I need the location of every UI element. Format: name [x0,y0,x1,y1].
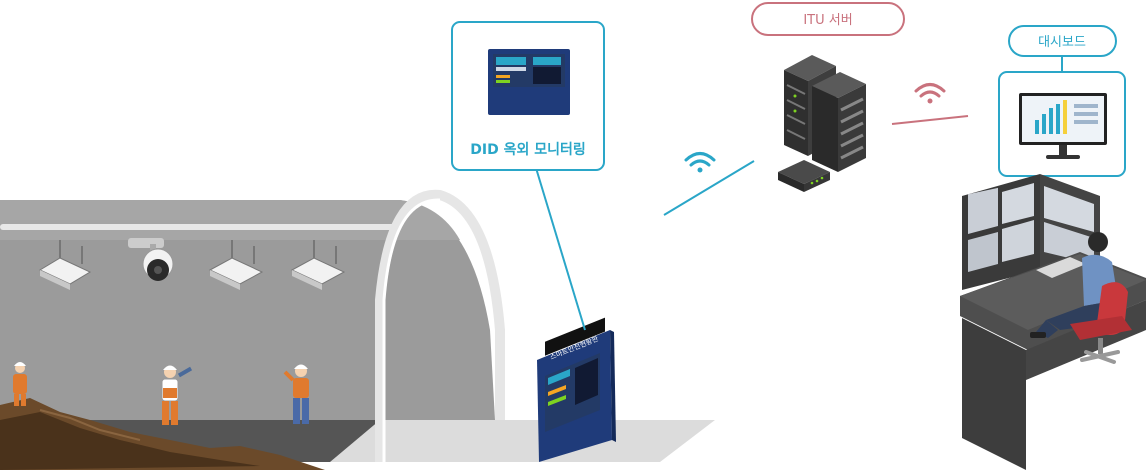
itu-server-label: ITU 서버 [803,13,852,28]
network-switch-icon [778,160,830,192]
link-line [891,115,969,125]
dashboard-label: 대시보드 [1038,35,1086,50]
wifi-icon [914,83,946,104]
link-line [663,160,755,216]
dashboard-label-pill: 대시보드 [1008,25,1117,72]
worker-figure [13,362,27,406]
road-surface [330,420,715,462]
did-monitoring-label: DID 옥외 모니터링 [470,141,585,158]
sensor-device [290,240,346,290]
tunnel-light-strip [0,224,395,230]
sensor-device [38,240,92,290]
worker-figure [161,365,193,425]
control-room-workstation [960,174,1146,470]
callout-connector-line [535,167,586,331]
office-chair-icon [1070,282,1132,364]
tunnel-portal-arch [375,189,505,462]
server-rack-icon [784,55,866,172]
worker-figure [283,364,309,424]
dashboard-callout [998,71,1126,177]
tunnel [0,189,715,470]
dashboard-monitor-icon [1019,93,1107,159]
cctv-camera-icon [128,238,174,281]
itu-server-label-pill: ITU 서버 [751,2,905,36]
wireless-link-did-to-server [663,152,755,216]
wifi-icon [684,152,716,173]
sensor-device [208,240,264,290]
did-outdoor-board: 스마트안전현황판 [537,317,616,462]
operator-head [1088,232,1108,252]
did-callout: DID 옥외 모니터링 [451,21,605,331]
link-server-to-dashboard [891,83,969,125]
did-board-header [545,317,605,356]
tunnel-wall [0,200,495,420]
